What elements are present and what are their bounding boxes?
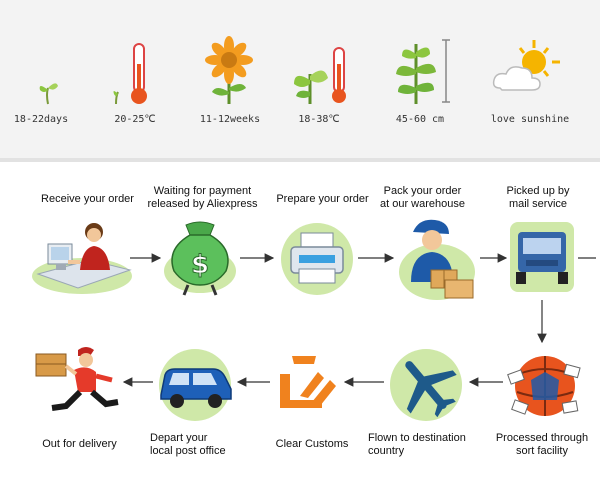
step-label-receive-order: Receive your order bbox=[30, 193, 145, 206]
step-label-waiting-payment: Waiting for payment released by Aliexpre… bbox=[140, 185, 265, 211]
seedling-thermometer-icon bbox=[294, 47, 346, 104]
plant-height-icon bbox=[396, 39, 450, 104]
step-label-line1: Picked up by bbox=[506, 185, 570, 197]
step-label-line1: Depart your bbox=[150, 432, 208, 444]
section-divider bbox=[0, 158, 600, 162]
step-label-line2: local post office bbox=[150, 445, 226, 457]
sunflower-icon bbox=[205, 36, 253, 104]
growth-label-growing-temp: 18-38℃ bbox=[298, 114, 340, 125]
printer-icon bbox=[281, 223, 353, 295]
growth-label-weeks: 11-12weeks bbox=[199, 114, 261, 125]
thermometer-icon bbox=[113, 43, 147, 105]
step-label-sort-facility: Processed through sort facility bbox=[488, 432, 596, 458]
step-label-pack-order: Pack your order at our warehouse bbox=[370, 185, 475, 211]
step-label-out-for-delivery: Out for delivery bbox=[22, 438, 137, 451]
growth-label-sunshine: love sunshine bbox=[490, 114, 570, 125]
step-label-line1: Pack your order bbox=[383, 185, 462, 197]
step-label-line2: country bbox=[368, 445, 405, 457]
step-label-line1: Out for delivery bbox=[42, 438, 117, 450]
step-label-line2: released by Aliexpress bbox=[147, 198, 258, 210]
svg-text:$: $ bbox=[191, 250, 209, 280]
airplane-icon bbox=[390, 349, 462, 421]
step-label-line2: sort facility bbox=[516, 445, 568, 457]
step-label-customs: Clear Customs bbox=[262, 438, 362, 451]
growth-label-germination-temp: 20-25℃ bbox=[114, 114, 156, 125]
step-label-line1: Prepare your order bbox=[276, 193, 369, 205]
courier-icon bbox=[35, 347, 119, 411]
step-label-depart-post: Depart your local post office bbox=[150, 432, 260, 458]
sun-cloud-icon bbox=[492, 40, 560, 91]
step-label-line1: Flown to destination bbox=[368, 432, 466, 444]
van-icon bbox=[159, 349, 232, 421]
step-label-line1: Processed through bbox=[495, 432, 589, 444]
step-label-line1: Receive your order bbox=[41, 193, 134, 205]
growth-label-height: 45-60 cm bbox=[395, 114, 445, 125]
step-label-line1: Clear Customs bbox=[275, 438, 349, 450]
sprout-icon bbox=[39, 83, 58, 105]
step-label-line1: Waiting for payment bbox=[153, 185, 252, 197]
worker-boxes-icon bbox=[399, 219, 475, 300]
operator-computer-icon bbox=[32, 223, 132, 294]
step-label-picked-up: Picked up by mail service bbox=[488, 185, 588, 211]
step-label-prepare-order: Prepare your order bbox=[265, 193, 380, 206]
step-label-flown: Flown to destination country bbox=[368, 432, 486, 458]
growth-label-days: 18-22days bbox=[13, 114, 69, 125]
customs-icon bbox=[280, 356, 336, 408]
money-bag-icon: $ bbox=[164, 221, 236, 296]
step-label-line2: mail service bbox=[508, 198, 568, 210]
sorting-globe-icon bbox=[507, 356, 581, 416]
step-label-line2: at our warehouse bbox=[380, 198, 465, 210]
truck-icon bbox=[510, 222, 574, 292]
